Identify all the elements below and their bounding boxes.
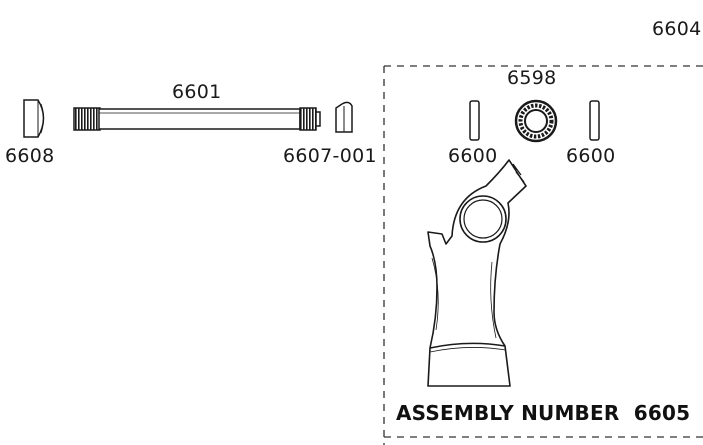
spacer-left-part	[469, 100, 480, 141]
dropout-part	[427, 159, 527, 387]
spacer-right-part	[589, 100, 600, 141]
assembly-number-caption: ASSEMBLY NUMBER 6605	[396, 403, 690, 423]
axle-part	[73, 107, 321, 131]
assembly-boundary	[383, 65, 703, 445]
spacer-right-part-label: 6600	[566, 145, 616, 167]
end-cap-left-part	[23, 99, 45, 138]
end-cap-right-part	[335, 101, 353, 133]
spacer-left-part-label: 6600	[448, 145, 498, 167]
end-cap-right-part-label: 6607-001	[283, 145, 377, 167]
axle-part-label: 6601	[172, 81, 222, 103]
page-number-label: 6604	[652, 18, 702, 40]
bearing-part	[514, 99, 558, 143]
bearing-part-label: 6598	[507, 67, 557, 89]
assembly-number: 6605	[633, 401, 691, 425]
end-cap-left-part-label: 6608	[5, 145, 55, 167]
assembly-label: ASSEMBLY NUMBER	[396, 401, 620, 425]
